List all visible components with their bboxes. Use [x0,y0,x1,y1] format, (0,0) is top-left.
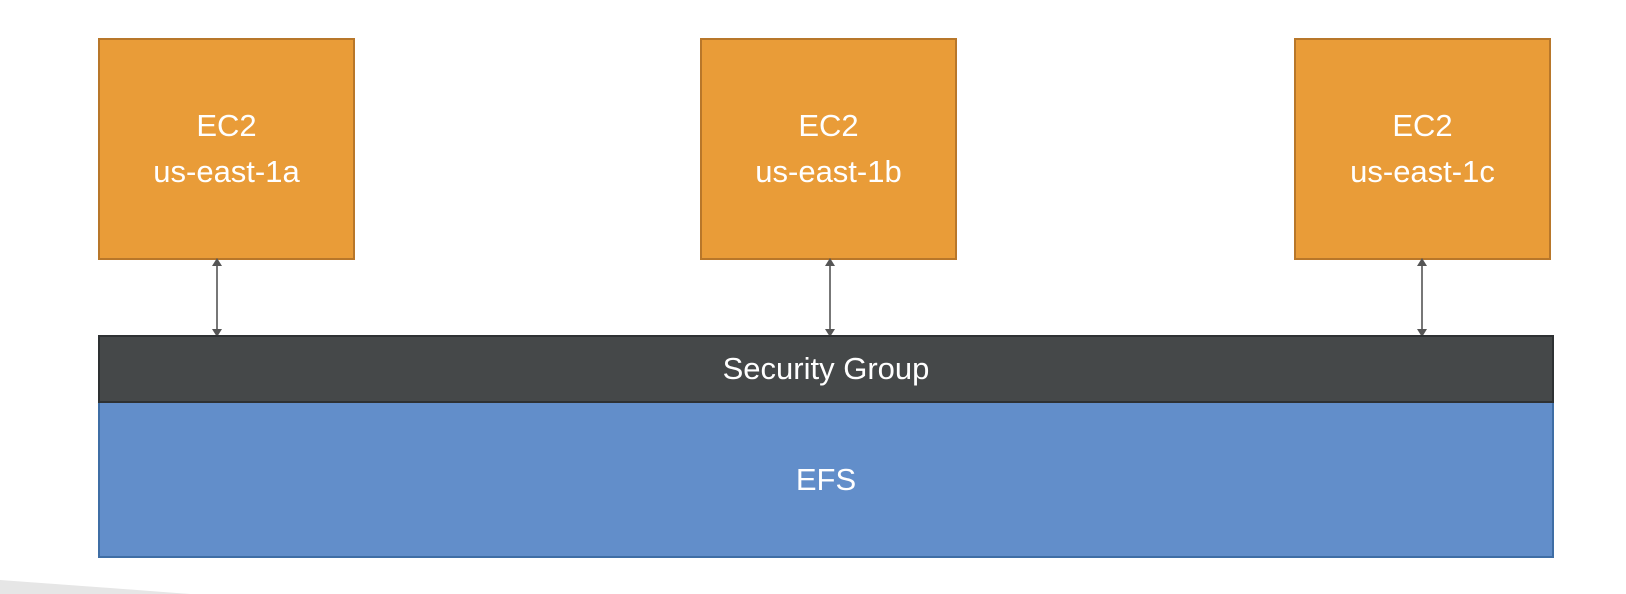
availability-zone-label: us-east-1a [153,154,300,189]
security-group-layer: Security Group [98,335,1554,403]
ec2-instance-us-east-1a: EC2 us-east-1a [98,38,355,260]
ec2-instance-us-east-1b: EC2 us-east-1b [700,38,957,260]
efs-label: EFS [795,461,857,497]
ec2-title: EC2 [798,108,859,143]
ec2-title: EC2 [1392,108,1453,143]
security-group-label: Security Group [722,351,930,386]
availability-zone-label: us-east-1b [755,154,902,189]
ec2-title: EC2 [196,108,257,143]
availability-zone-label: us-east-1c [1350,154,1495,189]
efs-file-system: EFS [98,403,1554,558]
ec2-instance-us-east-1c: EC2 us-east-1c [1294,38,1551,260]
